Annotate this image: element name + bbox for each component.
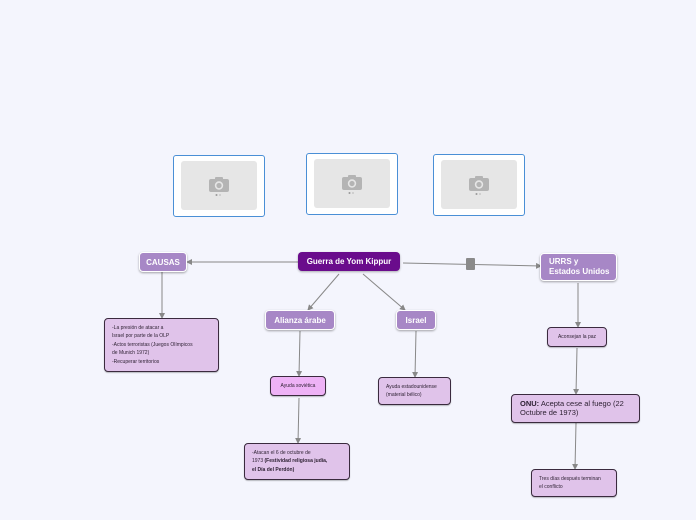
connector-israel-ayuda bbox=[412, 330, 419, 378]
node-alianza-label: Alianza árabe bbox=[274, 315, 326, 325]
node-israel[interactable]: Israel bbox=[396, 310, 436, 330]
image-placeholder-bg bbox=[314, 159, 390, 208]
camera-icon bbox=[209, 176, 229, 196]
node-ayuda-estadounidense[interactable]: Ayuda estadounidense (material bélico) bbox=[378, 377, 451, 405]
atacan-line1: -Atacan el 6 de octubre de bbox=[252, 449, 311, 456]
causas-item: -La presión de atacar a bbox=[112, 324, 164, 331]
connector-onu-tresdias bbox=[572, 422, 579, 470]
atacan-line2-bold: (Festividad religiosa judía, bbox=[264, 458, 328, 465]
onu-rest: Acepta cese al fuego (22 bbox=[539, 399, 624, 408]
connector-alianza-ayuda bbox=[296, 330, 303, 377]
onu-text: ONU: Acepta cese al fuego (22 Octubre de… bbox=[520, 399, 624, 417]
image-placeholder-2[interactable] bbox=[306, 153, 398, 215]
image-placeholder-bg bbox=[441, 160, 517, 209]
connector-root-alianza bbox=[307, 273, 340, 311]
node-aconsejan-paz[interactable]: Aconsejan la paz bbox=[547, 327, 607, 347]
node-tres-dias[interactable]: Tres días después terminan el conflicto bbox=[531, 469, 617, 497]
image-placeholder-bg bbox=[181, 161, 257, 210]
tres-dias-line1: Tres días después terminan bbox=[539, 475, 601, 482]
causas-item: de Munich 1972) bbox=[112, 350, 150, 357]
onu-line2: Octubre de 1973) bbox=[520, 407, 579, 417]
camera-icon bbox=[469, 175, 489, 195]
atacan-line3-bold: el Día del Perdón) bbox=[252, 466, 295, 473]
atacan-line2: 1973 (Festividad religiosa judía, bbox=[252, 457, 327, 466]
node-urrs-label-line1: URRS y bbox=[549, 257, 579, 266]
node-onu[interactable]: ONU: Acepta cese al fuego (22 Octubre de… bbox=[511, 394, 640, 423]
node-ayuda-sovietica[interactable]: Ayuda soviética bbox=[270, 376, 326, 396]
atacan-line3: el Día del Perdón) bbox=[252, 466, 327, 475]
causas-list-text: -La presión de atacar a Israel por parte… bbox=[112, 324, 193, 367]
causas-item: -Actos terroristas (Juegos Olímpicos bbox=[112, 341, 193, 348]
connector-handle[interactable] bbox=[466, 258, 475, 270]
onu-bold: ONU: bbox=[520, 399, 540, 408]
node-causas-list[interactable]: -La presión de atacar a Israel por parte… bbox=[104, 318, 219, 372]
ayuda-eeuu-text: Ayuda estadounidense (material bélico) bbox=[386, 383, 437, 400]
atacan-line2-plain: 1973 bbox=[252, 458, 265, 465]
node-atacan[interactable]: -Atacan el 6 de octubre de 1973 (Festivi… bbox=[244, 443, 350, 480]
connector-ayuda-atacan bbox=[295, 397, 302, 444]
node-causas[interactable]: CAUSAS bbox=[139, 252, 187, 272]
onu-line1: ONU: Acepta cese al fuego (22 bbox=[520, 399, 624, 409]
node-alianza-arabe[interactable]: Alianza árabe bbox=[265, 310, 335, 330]
node-urrs-eeuu[interactable]: URRS y Estados Unidos bbox=[540, 253, 617, 281]
tres-dias-text: Tres días después terminan el conflicto bbox=[539, 475, 601, 492]
root-node[interactable]: Guerra de Yom Kippur bbox=[298, 252, 400, 271]
aconsejan-label: Aconsejan la paz bbox=[557, 333, 597, 340]
node-urrs-label-line2: Estados Unidos bbox=[549, 267, 610, 276]
tres-dias-line2: el conflicto bbox=[539, 484, 563, 490]
connector-aconsejan-onu bbox=[573, 347, 580, 395]
camera-icon bbox=[342, 174, 362, 194]
root-label: Guerra de Yom Kippur bbox=[306, 257, 392, 266]
node-urrs-label: URRS y Estados Unidos bbox=[549, 257, 609, 277]
connector-root-israel bbox=[362, 273, 406, 311]
node-causas-label: CAUSAS bbox=[146, 257, 180, 267]
node-israel-label: Israel bbox=[405, 315, 427, 325]
causas-item: Israel por parte de la OLP bbox=[112, 333, 170, 340]
image-placeholder-3[interactable] bbox=[433, 154, 525, 216]
ayuda-eeuu-line2: (material bélico) bbox=[386, 392, 422, 398]
causas-item: -Recuperar territorios bbox=[112, 358, 160, 365]
atacan-text: -Atacan el 6 de octubre de 1973 (Festivi… bbox=[252, 449, 327, 475]
image-placeholder-1[interactable] bbox=[173, 155, 265, 217]
ayuda-eeuu-line1: Ayuda estadounidense bbox=[386, 383, 437, 390]
ayuda-sovietica-label: Ayuda soviética bbox=[280, 382, 316, 389]
